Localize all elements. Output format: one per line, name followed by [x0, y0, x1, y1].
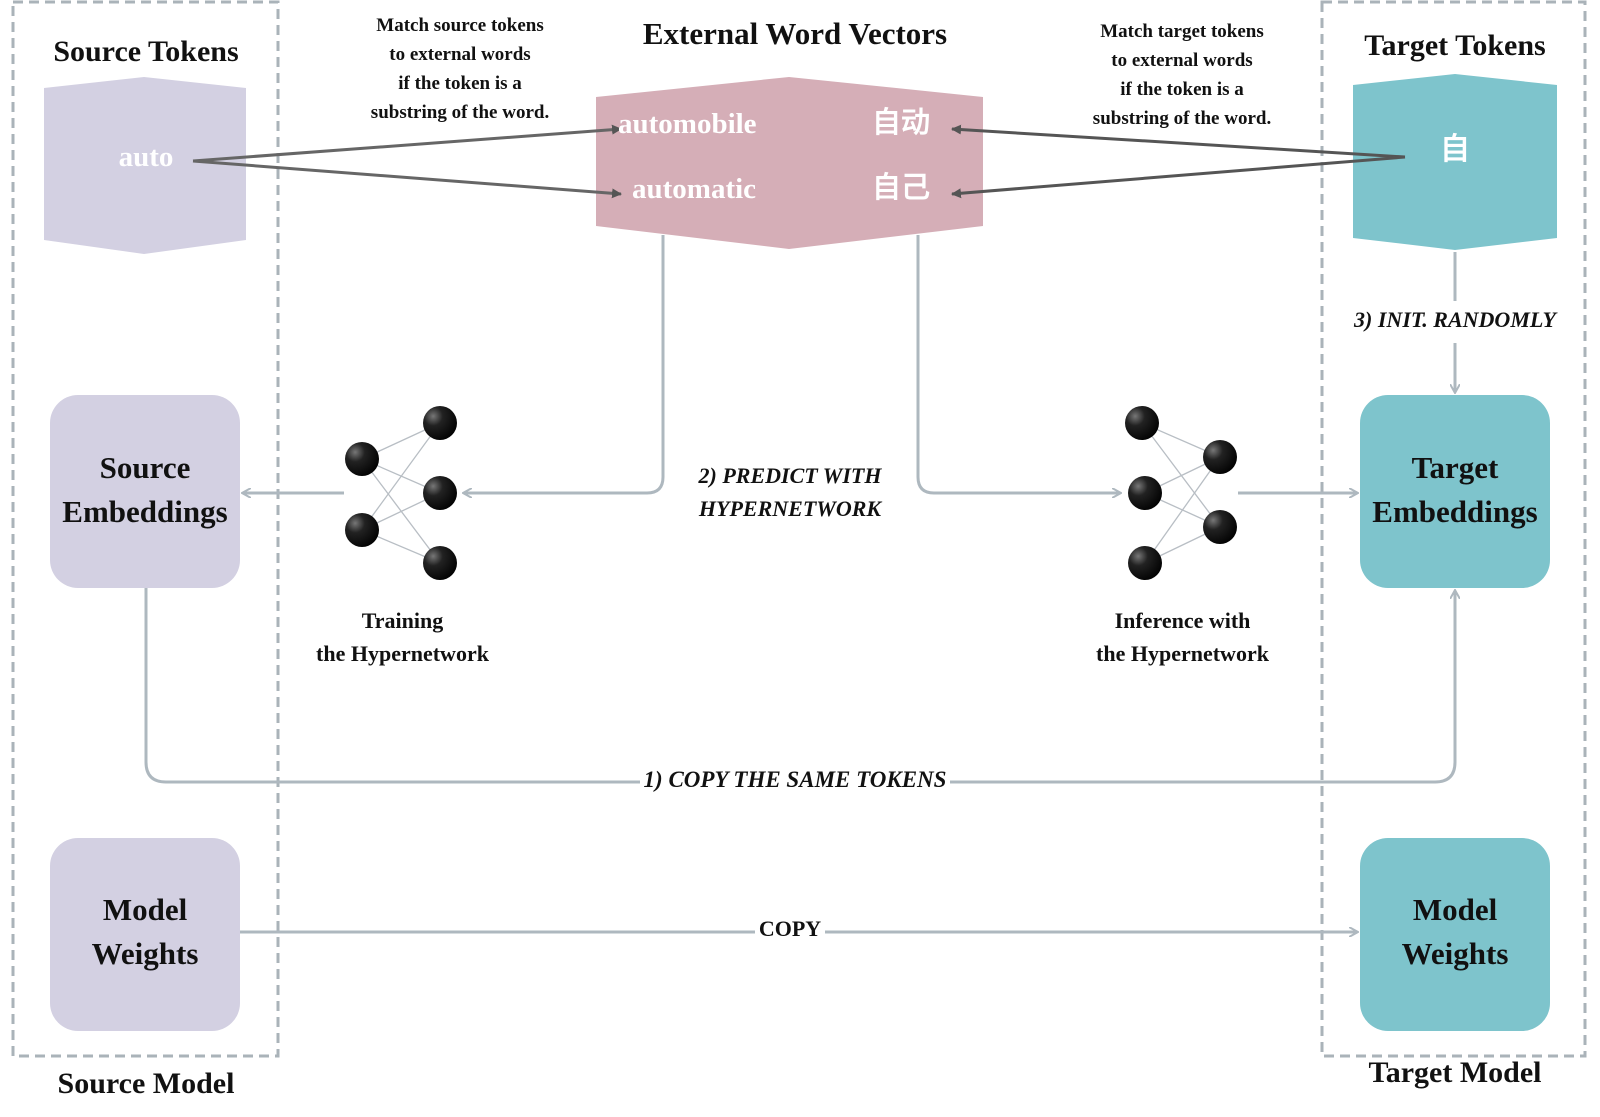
- connector-to-training: [464, 235, 665, 493]
- copy-weights-label: COPY: [720, 916, 860, 942]
- external-word-zh-2: 自己: [872, 170, 931, 204]
- target-weights-box: [1360, 838, 1550, 1031]
- target-token-shape: [1353, 74, 1557, 250]
- target-embeddings-box: [1360, 395, 1550, 588]
- source-tokens-title: Source Tokens: [53, 35, 239, 68]
- external-vectors-title: External Word Vectors: [642, 16, 948, 51]
- source-embeddings-box: [50, 395, 240, 588]
- source-model-label: Source Model: [57, 1067, 235, 1100]
- external-word-automobile: automobile: [618, 108, 757, 140]
- external-word-automatic: automatic: [632, 173, 757, 205]
- match-arrow-automatic: [192, 159, 622, 199]
- connector-to-inference: [916, 235, 1120, 493]
- match-arrow-zh-1: [951, 124, 1406, 159]
- training-hypernetwork-icon: [345, 406, 457, 580]
- match-arrow-zh-2: [951, 155, 1406, 199]
- target-model-label: Target Model: [1368, 1056, 1542, 1089]
- source-token-label: auto: [118, 141, 174, 173]
- source-token-shape: [44, 77, 246, 254]
- step-init-randomly-label: 3) INIT. RANDOMLY: [1354, 307, 1556, 332]
- target-token-label: 自: [1440, 132, 1470, 167]
- external-word-zh-1: 自动: [872, 105, 931, 139]
- source-weights-box: [50, 838, 240, 1031]
- step-copy-tokens-label: 1) COPY THE SAME TOKENS: [620, 766, 970, 794]
- target-tokens-title: Target Tokens: [1364, 29, 1546, 62]
- external-vectors-shape: [596, 77, 983, 249]
- inference-hypernetwork-icon: [1125, 406, 1237, 580]
- target-model-frame: [1320, 0, 1587, 1058]
- source-model-frame: [11, 0, 280, 1058]
- match-arrow-automobile: [192, 124, 622, 163]
